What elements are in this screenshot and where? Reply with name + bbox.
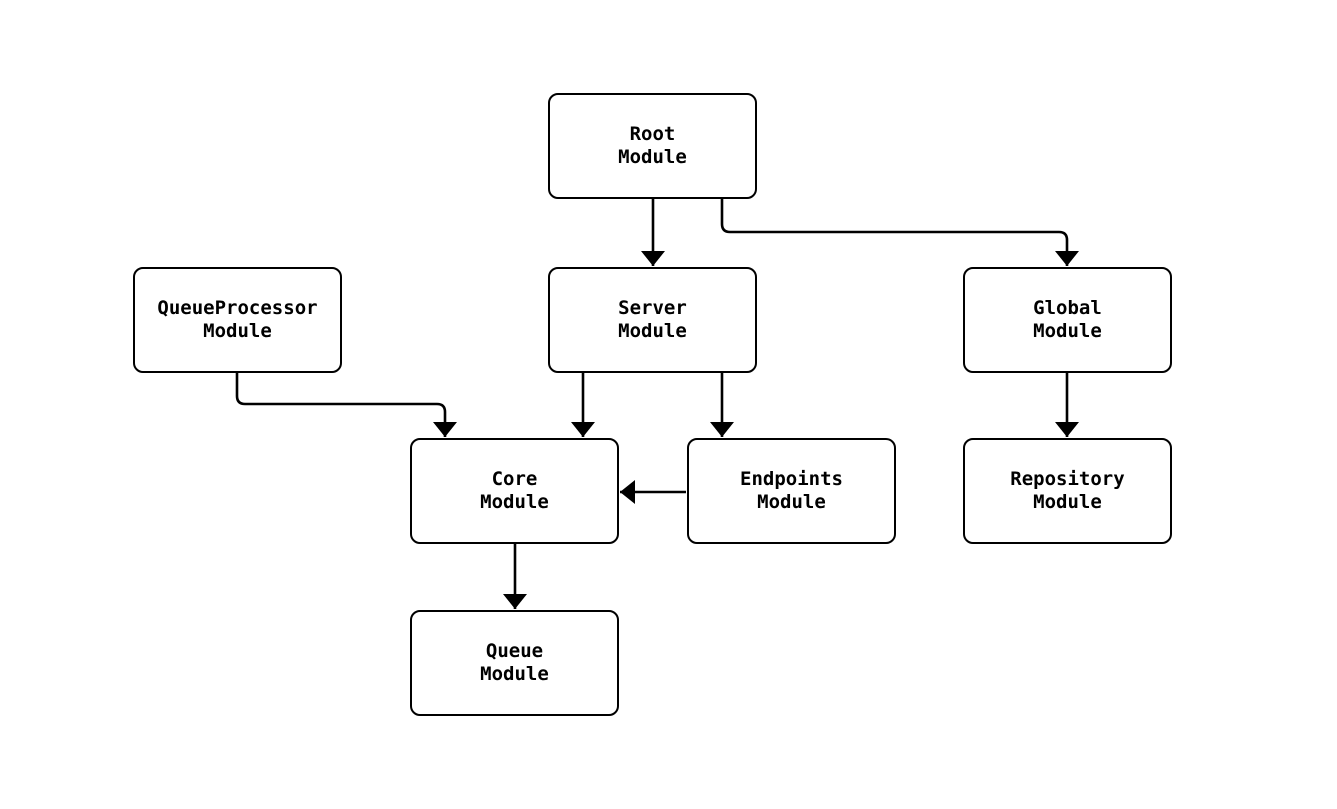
- node-root-module: Root Module: [548, 93, 757, 199]
- node-queueprocessor-module: QueueProcessor Module: [133, 267, 342, 373]
- node-label: Module: [1033, 491, 1102, 513]
- node-label: Module: [618, 146, 687, 168]
- node-global-module: Global Module: [963, 267, 1172, 373]
- node-label: Queue: [485, 640, 544, 662]
- node-endpoints-module: Endpoints Module: [687, 438, 896, 544]
- node-label: QueueProcessor: [157, 297, 318, 319]
- node-label: Module: [618, 320, 687, 342]
- node-core-module: Core Module: [410, 438, 619, 544]
- node-label: Root: [629, 123, 676, 145]
- node-label: Server: [618, 297, 687, 319]
- node-queue-module: Queue Module: [410, 610, 619, 716]
- node-label: Module: [203, 320, 272, 342]
- node-label: Module: [480, 663, 549, 685]
- node-server-module: Server Module: [548, 267, 757, 373]
- node-label: Repository: [1010, 468, 1125, 490]
- node-label: Endpoints: [740, 468, 843, 490]
- node-repository-module: Repository Module: [963, 438, 1172, 544]
- node-label: Module: [757, 491, 826, 513]
- node-label: Module: [1033, 320, 1102, 342]
- node-label: Module: [480, 491, 549, 513]
- node-label: Global: [1033, 297, 1102, 319]
- edge-queueprocessor-to-core: [235, 373, 457, 437]
- edge-root-to-global: [720, 199, 1079, 266]
- node-label: Core: [491, 468, 538, 490]
